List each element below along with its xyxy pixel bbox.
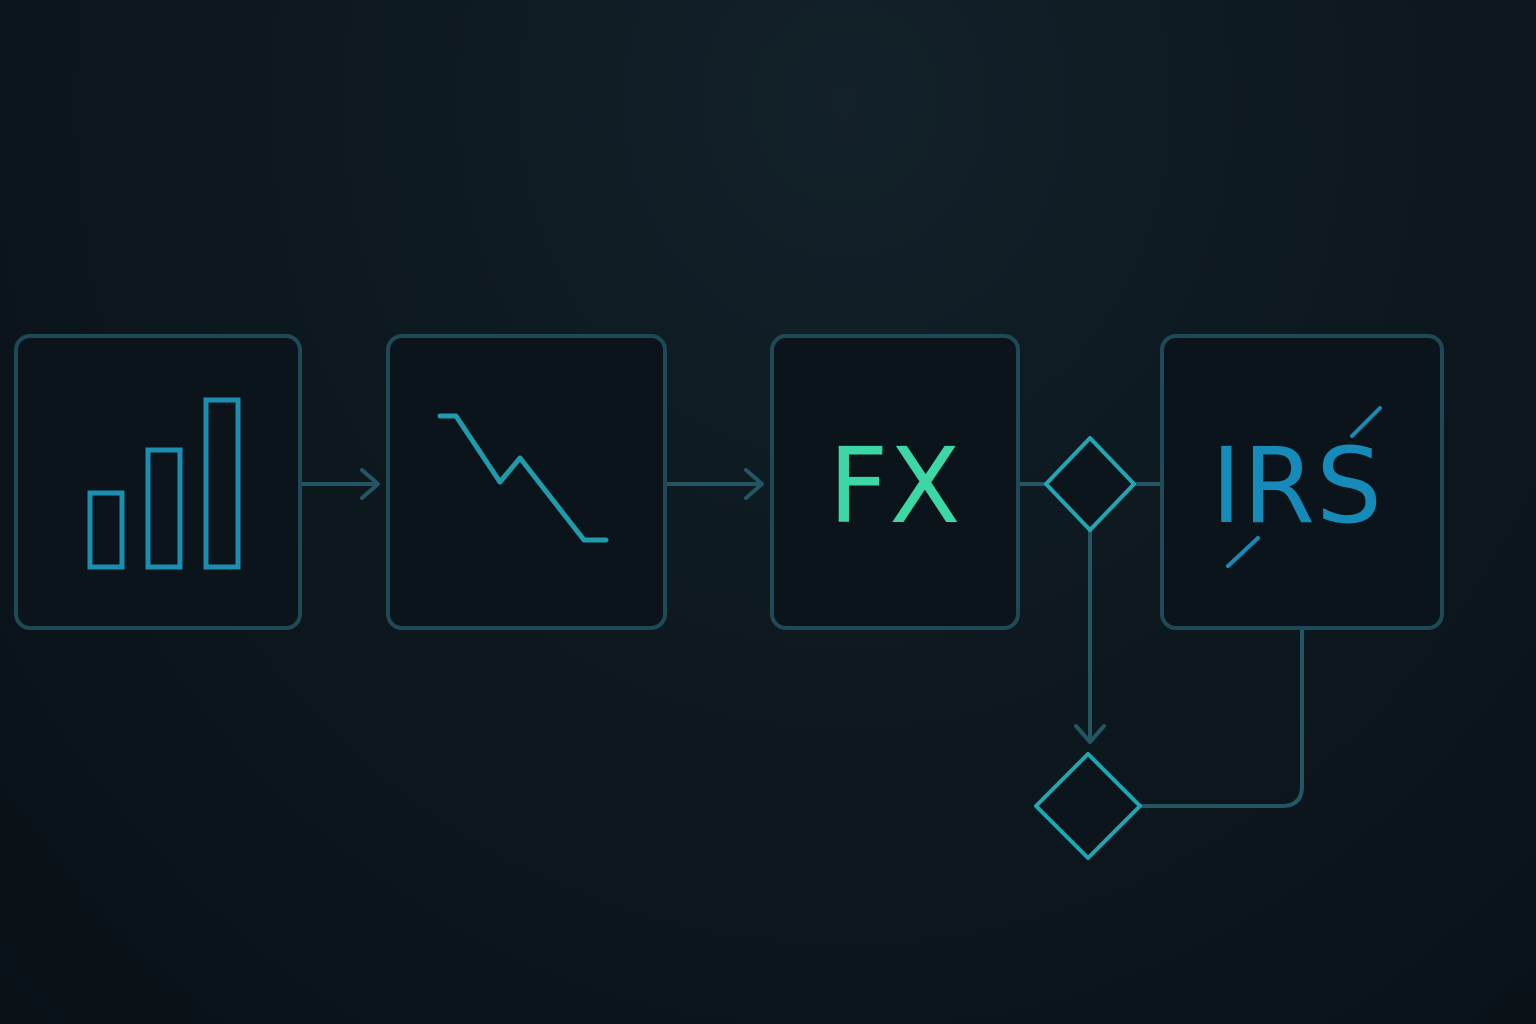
bar-chart-icon-bar-1 xyxy=(87,490,125,570)
node-irs-box xyxy=(1160,334,1444,630)
slash-strike-icon xyxy=(1226,406,1382,568)
fx-label: FX xyxy=(828,425,961,547)
connectors xyxy=(300,468,1304,808)
irs-label: IRS xyxy=(1211,425,1383,547)
connector-irs-to-lower-diamond xyxy=(1138,626,1304,808)
bar-chart-icon xyxy=(87,397,241,570)
slash-strike-icon-lower xyxy=(1226,536,1260,568)
node-irs: IRS xyxy=(1160,334,1444,630)
arrowhead-bars-to-trend xyxy=(360,468,380,500)
node-bars xyxy=(14,334,302,630)
arrowhead-diamond-down xyxy=(1074,724,1106,744)
downtrend-line-icon xyxy=(437,413,609,543)
node-fx: FX xyxy=(770,334,1020,630)
node-trend xyxy=(386,334,667,630)
arrowhead-trend-to-fx xyxy=(744,468,764,500)
node-fx-box xyxy=(770,334,1020,630)
bar-chart-icon-bar-2 xyxy=(145,447,183,570)
slash-strike-icon-upper xyxy=(1350,406,1382,438)
node-trend-box xyxy=(386,334,667,630)
decision-diamond-lower xyxy=(1034,752,1142,860)
decision-diamond-upper xyxy=(1044,436,1136,532)
node-bars-box xyxy=(14,334,302,630)
bar-chart-icon-bar-3 xyxy=(203,397,241,570)
